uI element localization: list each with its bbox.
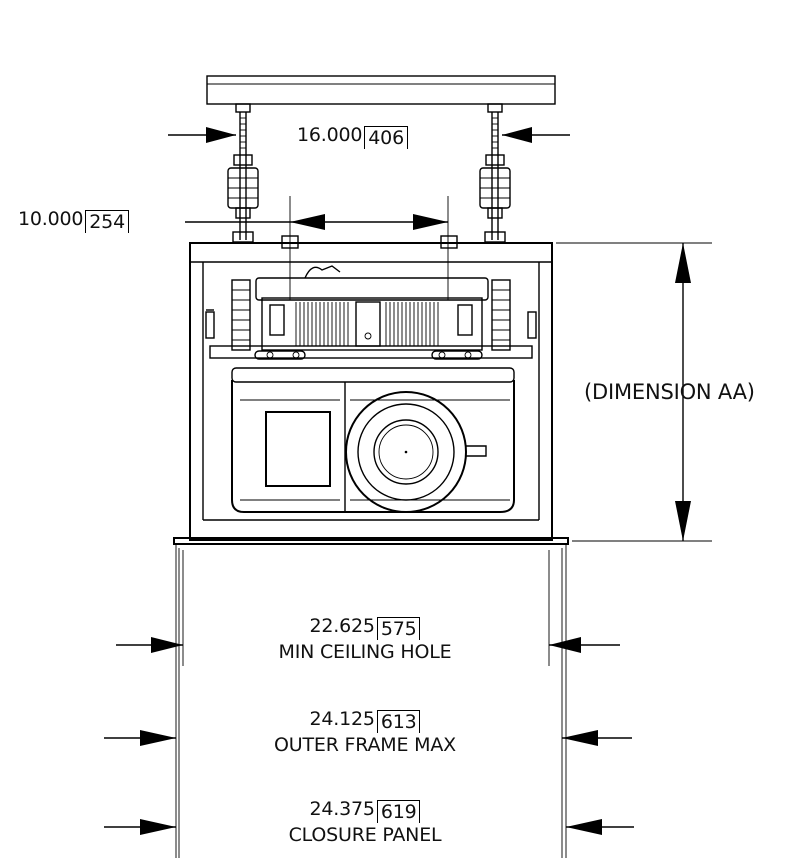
threaded-rod-left (227, 103, 259, 243)
dim-16-arrows (168, 127, 570, 143)
adjustment-rail (205, 309, 537, 360)
dim-height-label: (DIMENSION AA) (584, 380, 755, 404)
ceiling-plate (206, 75, 556, 105)
threaded-rod-right (479, 103, 511, 243)
enclosure-frame (173, 242, 569, 545)
dim-10-arrows (185, 196, 449, 300)
heatsink-assembly (231, 235, 511, 351)
ceiling-hole-caption: MIN CEILING HOLE (278, 641, 452, 663)
projector-lens (345, 391, 487, 513)
dim-closure-panel-arrows (104, 819, 634, 835)
dim-ceiling-hole-arrows (116, 637, 620, 653)
width-extension-lines (175, 544, 567, 858)
closure-panel-caption: CLOSURE PANEL (288, 824, 442, 846)
projector-body (231, 367, 515, 513)
outer-frame-caption: OUTER FRAME MAX (274, 734, 456, 756)
dim-height-arrows (556, 242, 712, 542)
dim-outer-frame-arrows (104, 730, 632, 746)
